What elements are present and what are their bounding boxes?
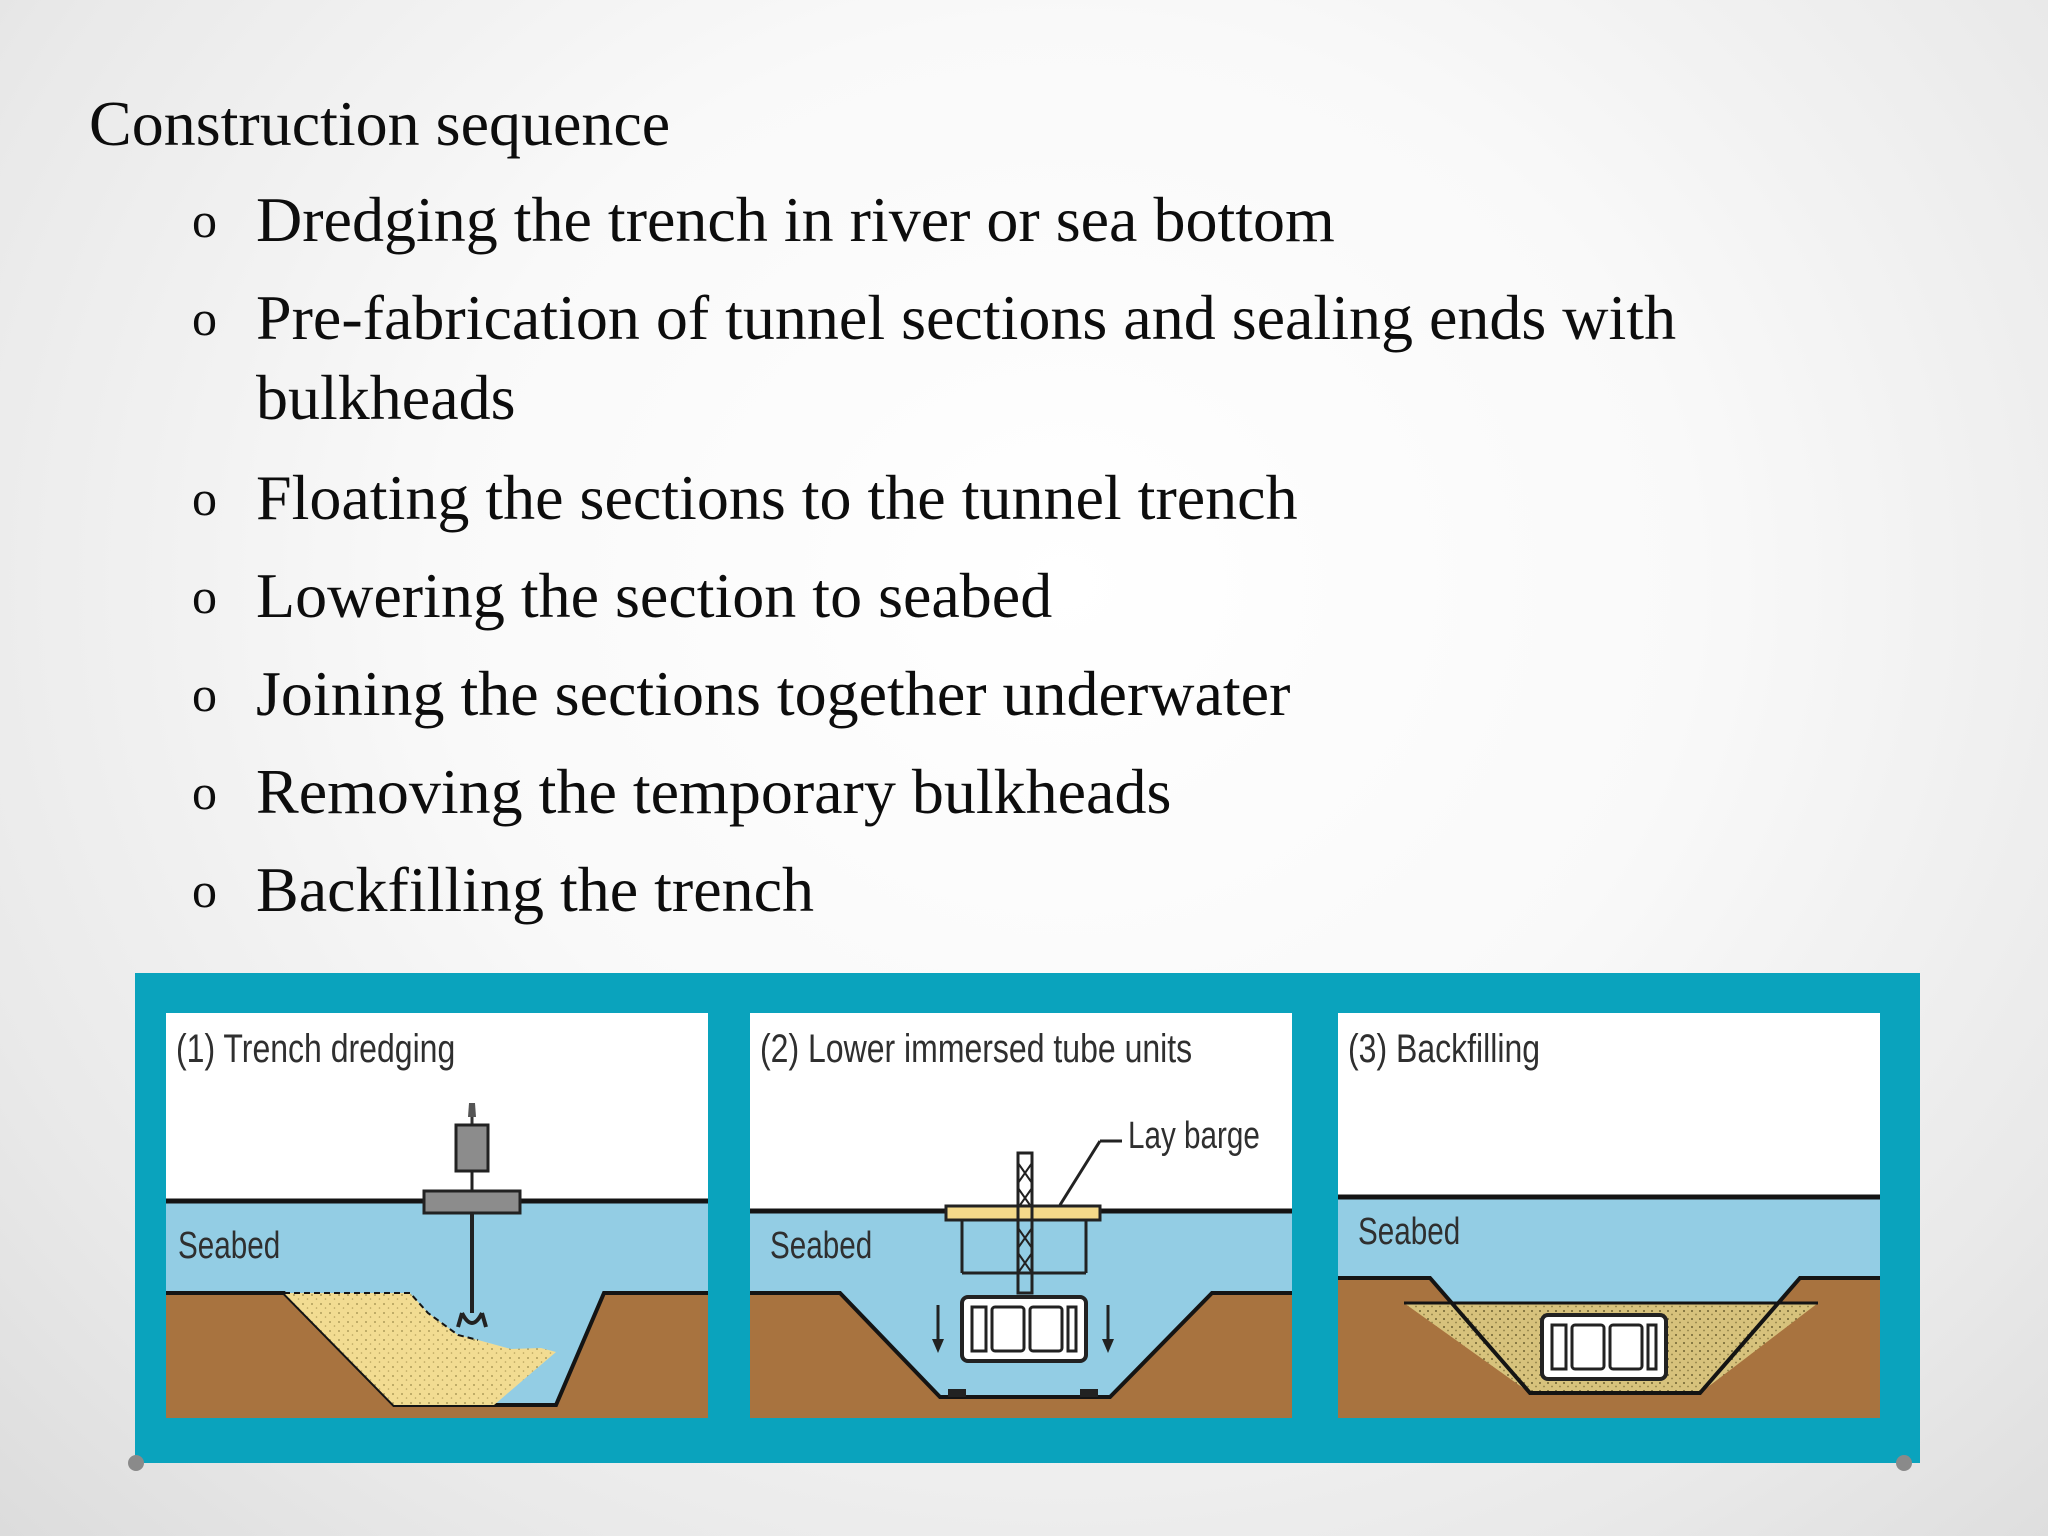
frame-corner-dot — [128, 1455, 144, 1471]
bullet-text: Pre-fabrication of tunnel sections and s… — [256, 282, 1677, 353]
dredge-cut-line — [284, 1292, 479, 1341]
tube-cell — [1066, 1305, 1078, 1353]
bullet-marker: o — [192, 568, 217, 624]
bullet-text: Joining the sections together underwater — [256, 658, 1291, 729]
bullet-marker: o — [192, 666, 217, 722]
bullet-text-continued: bulkheads — [256, 362, 516, 433]
barge-tower-bracing — [1017, 1162, 1033, 1274]
tube-support-pad — [1080, 1389, 1098, 1397]
lay-barge-deck — [944, 1204, 1102, 1222]
slide-title: Construction sequence — [89, 88, 671, 159]
bullet-text: Removing the temporary bulkheads — [256, 756, 1172, 827]
tube-cell — [1028, 1305, 1064, 1353]
tube-cell — [990, 1305, 1026, 1353]
seabed-label: Seabed — [770, 1225, 873, 1267]
bullet-text: Dredging the trench in river or sea bott… — [256, 184, 1335, 255]
trench-profile-line — [1338, 1276, 1880, 1395]
panel-lower-immersed-tube: (2) Lower immersed tube units Lay barge … — [750, 1013, 1292, 1418]
lowering-arrow-head — [932, 1339, 944, 1353]
lay-barge-label: Lay barge — [1128, 1115, 1260, 1157]
lower-tube-diagram — [750, 1139, 1292, 1418]
panel-caption: (1) Trench dredging — [176, 1027, 456, 1071]
trench-dredging-diagram — [166, 1103, 708, 1418]
lowering-arrow-head — [1102, 1339, 1114, 1353]
backfilling-diagram — [1338, 1194, 1880, 1418]
tube-cell — [1550, 1323, 1568, 1371]
bullet-marker: o — [192, 470, 217, 526]
tube-support-pad — [948, 1389, 966, 1397]
bullet-text: Backfilling the trench — [256, 854, 815, 925]
tube-cell — [1608, 1323, 1644, 1371]
panel-backfilling: (3) Backfilling Seabed — [1338, 1013, 1880, 1418]
seabed-label: Seabed — [178, 1225, 281, 1267]
seabed-soil — [1338, 1278, 1880, 1418]
seabed-soil — [750, 1293, 1292, 1418]
bullet-marker: o — [192, 192, 217, 248]
tube-cell — [1646, 1323, 1658, 1371]
dredger-hull — [422, 1189, 522, 1215]
bullet-marker: o — [192, 764, 217, 820]
panel-caption: (2) Lower immersed tube units — [760, 1027, 1193, 1071]
seabed-soil — [166, 1293, 708, 1418]
panel-caption: (3) Backfilling — [1348, 1027, 1541, 1071]
dredger-cabin — [454, 1123, 490, 1173]
trench-profile-line — [750, 1291, 1292, 1399]
dredged-sand-spoil — [284, 1293, 556, 1405]
bullet-marker: o — [192, 862, 217, 918]
dredger-mast-top — [468, 1103, 476, 1117]
frame-corner-dot — [1896, 1455, 1912, 1471]
bullet-marker: o — [192, 290, 217, 346]
bullet-text: Floating the sections to the tunnel tren… — [256, 462, 1298, 533]
panel-trench-dredging: (1) Trench dredging Seabed — [166, 1013, 708, 1418]
tube-cell — [1570, 1323, 1606, 1371]
tube-cell — [970, 1305, 988, 1353]
lay-barge-leader-line — [1058, 1140, 1102, 1206]
bullet-text: Lowering the section to seabed — [256, 560, 1053, 631]
barge-tower — [1016, 1151, 1034, 1295]
dredger-grab-bucket — [456, 1312, 488, 1328]
seabed-label: Seabed — [1358, 1211, 1461, 1253]
